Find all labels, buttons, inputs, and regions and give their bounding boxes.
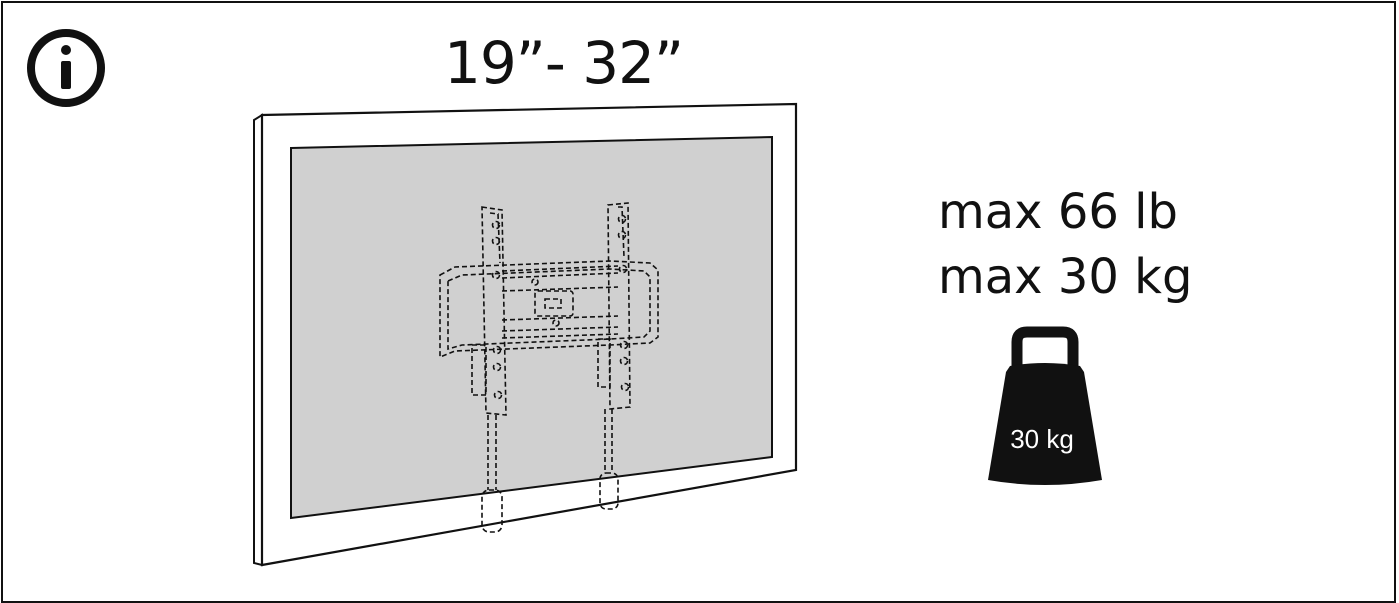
tv-side-edge xyxy=(253,113,263,567)
weight-icon: 30 kg xyxy=(988,326,1102,485)
max-weight-lb: max 66 lb xyxy=(938,184,1178,240)
max-weight-kg: max 30 kg xyxy=(938,249,1193,305)
tv-size-range: 19”- 32” xyxy=(444,29,684,97)
weight-label: 30 kg xyxy=(1010,424,1074,454)
tv-screen xyxy=(290,135,773,520)
wall-bracket xyxy=(439,202,659,533)
info-icon xyxy=(27,29,105,107)
weight-body xyxy=(988,363,1102,485)
tv-mount-illustration xyxy=(253,102,798,567)
